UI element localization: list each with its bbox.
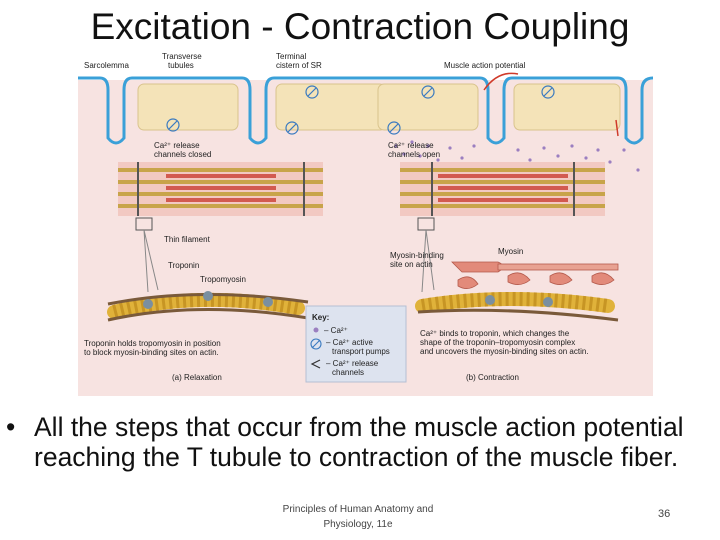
- label-ca-release-closed: Ca²⁺ release: [154, 141, 200, 150]
- label-terminal-cistern-2: cistern of SR: [276, 61, 322, 70]
- sr-cistern: [514, 84, 620, 130]
- bullet-marker: •: [6, 412, 15, 442]
- label-terminal-cistern: Terminal: [276, 52, 306, 61]
- key-item-channel-2: channels: [332, 368, 364, 377]
- panel-label-contraction: (b) Contraction: [466, 373, 519, 382]
- caption-relaxation-2: to block myosin-binding sites on actin.: [84, 348, 219, 357]
- label-ca-release-open-2: channels open: [388, 150, 440, 159]
- label-transverse-tubules: Transverse: [162, 52, 202, 61]
- label-ca-release-open: Ca²⁺ release: [388, 141, 434, 150]
- label-myosin-binding-site-2: site on actin: [390, 260, 433, 269]
- sr-cistern: [378, 84, 478, 130]
- label-sarcolemma: Sarcolemma: [84, 61, 129, 70]
- label-troponin: Troponin: [168, 261, 199, 270]
- panel-label-relaxation: (a) Relaxation: [172, 373, 222, 382]
- label-transverse-tubules-2: tubules: [168, 61, 194, 70]
- key-item-calcium: – Ca²⁺: [324, 326, 348, 335]
- slide-title: Excitation - Contraction Coupling: [0, 6, 720, 48]
- key-item-pump-2: transport pumps: [332, 347, 390, 356]
- key-item-channel: – Ca²⁺ release: [326, 359, 379, 368]
- caption-contraction-3: and uncovers the myosin-binding sites on…: [420, 347, 589, 356]
- calcium-ion-icon: [314, 328, 319, 333]
- label-ca-release-closed-2: channels closed: [154, 150, 211, 159]
- slide-footer: Principles of Human Anatomy and Physiolo…: [268, 502, 448, 532]
- key-title: Key:: [312, 313, 329, 322]
- caption-relaxation: Troponin holds tropomyosin in position: [84, 339, 221, 348]
- bullet-text: All the steps that occur from the muscle…: [34, 412, 718, 472]
- label-muscle-action-potential: Muscle action potential: [444, 61, 526, 70]
- sr-cistern: [276, 84, 386, 130]
- label-myosin-binding-site: Myosin-binding: [390, 251, 444, 260]
- label-myosin: Myosin: [498, 247, 523, 256]
- label-tropomyosin: Tropomyosin: [200, 275, 246, 284]
- page-number: 36: [658, 508, 670, 520]
- excitation-contraction-figure: Sarcolemma Transverse tubules Terminal c…: [78, 50, 653, 396]
- caption-contraction: Ca²⁺ binds to troponin, which changes th…: [420, 329, 570, 338]
- sr-cistern: [138, 84, 238, 130]
- caption-contraction-2: shape of the troponin–tropomyosin comple…: [420, 338, 575, 347]
- key-item-pump: – Ca²⁺ active: [326, 338, 373, 347]
- myofibril-contracted: [400, 162, 605, 216]
- label-thin-filament: Thin filament: [164, 235, 211, 244]
- myofibril-relaxed: [118, 162, 323, 216]
